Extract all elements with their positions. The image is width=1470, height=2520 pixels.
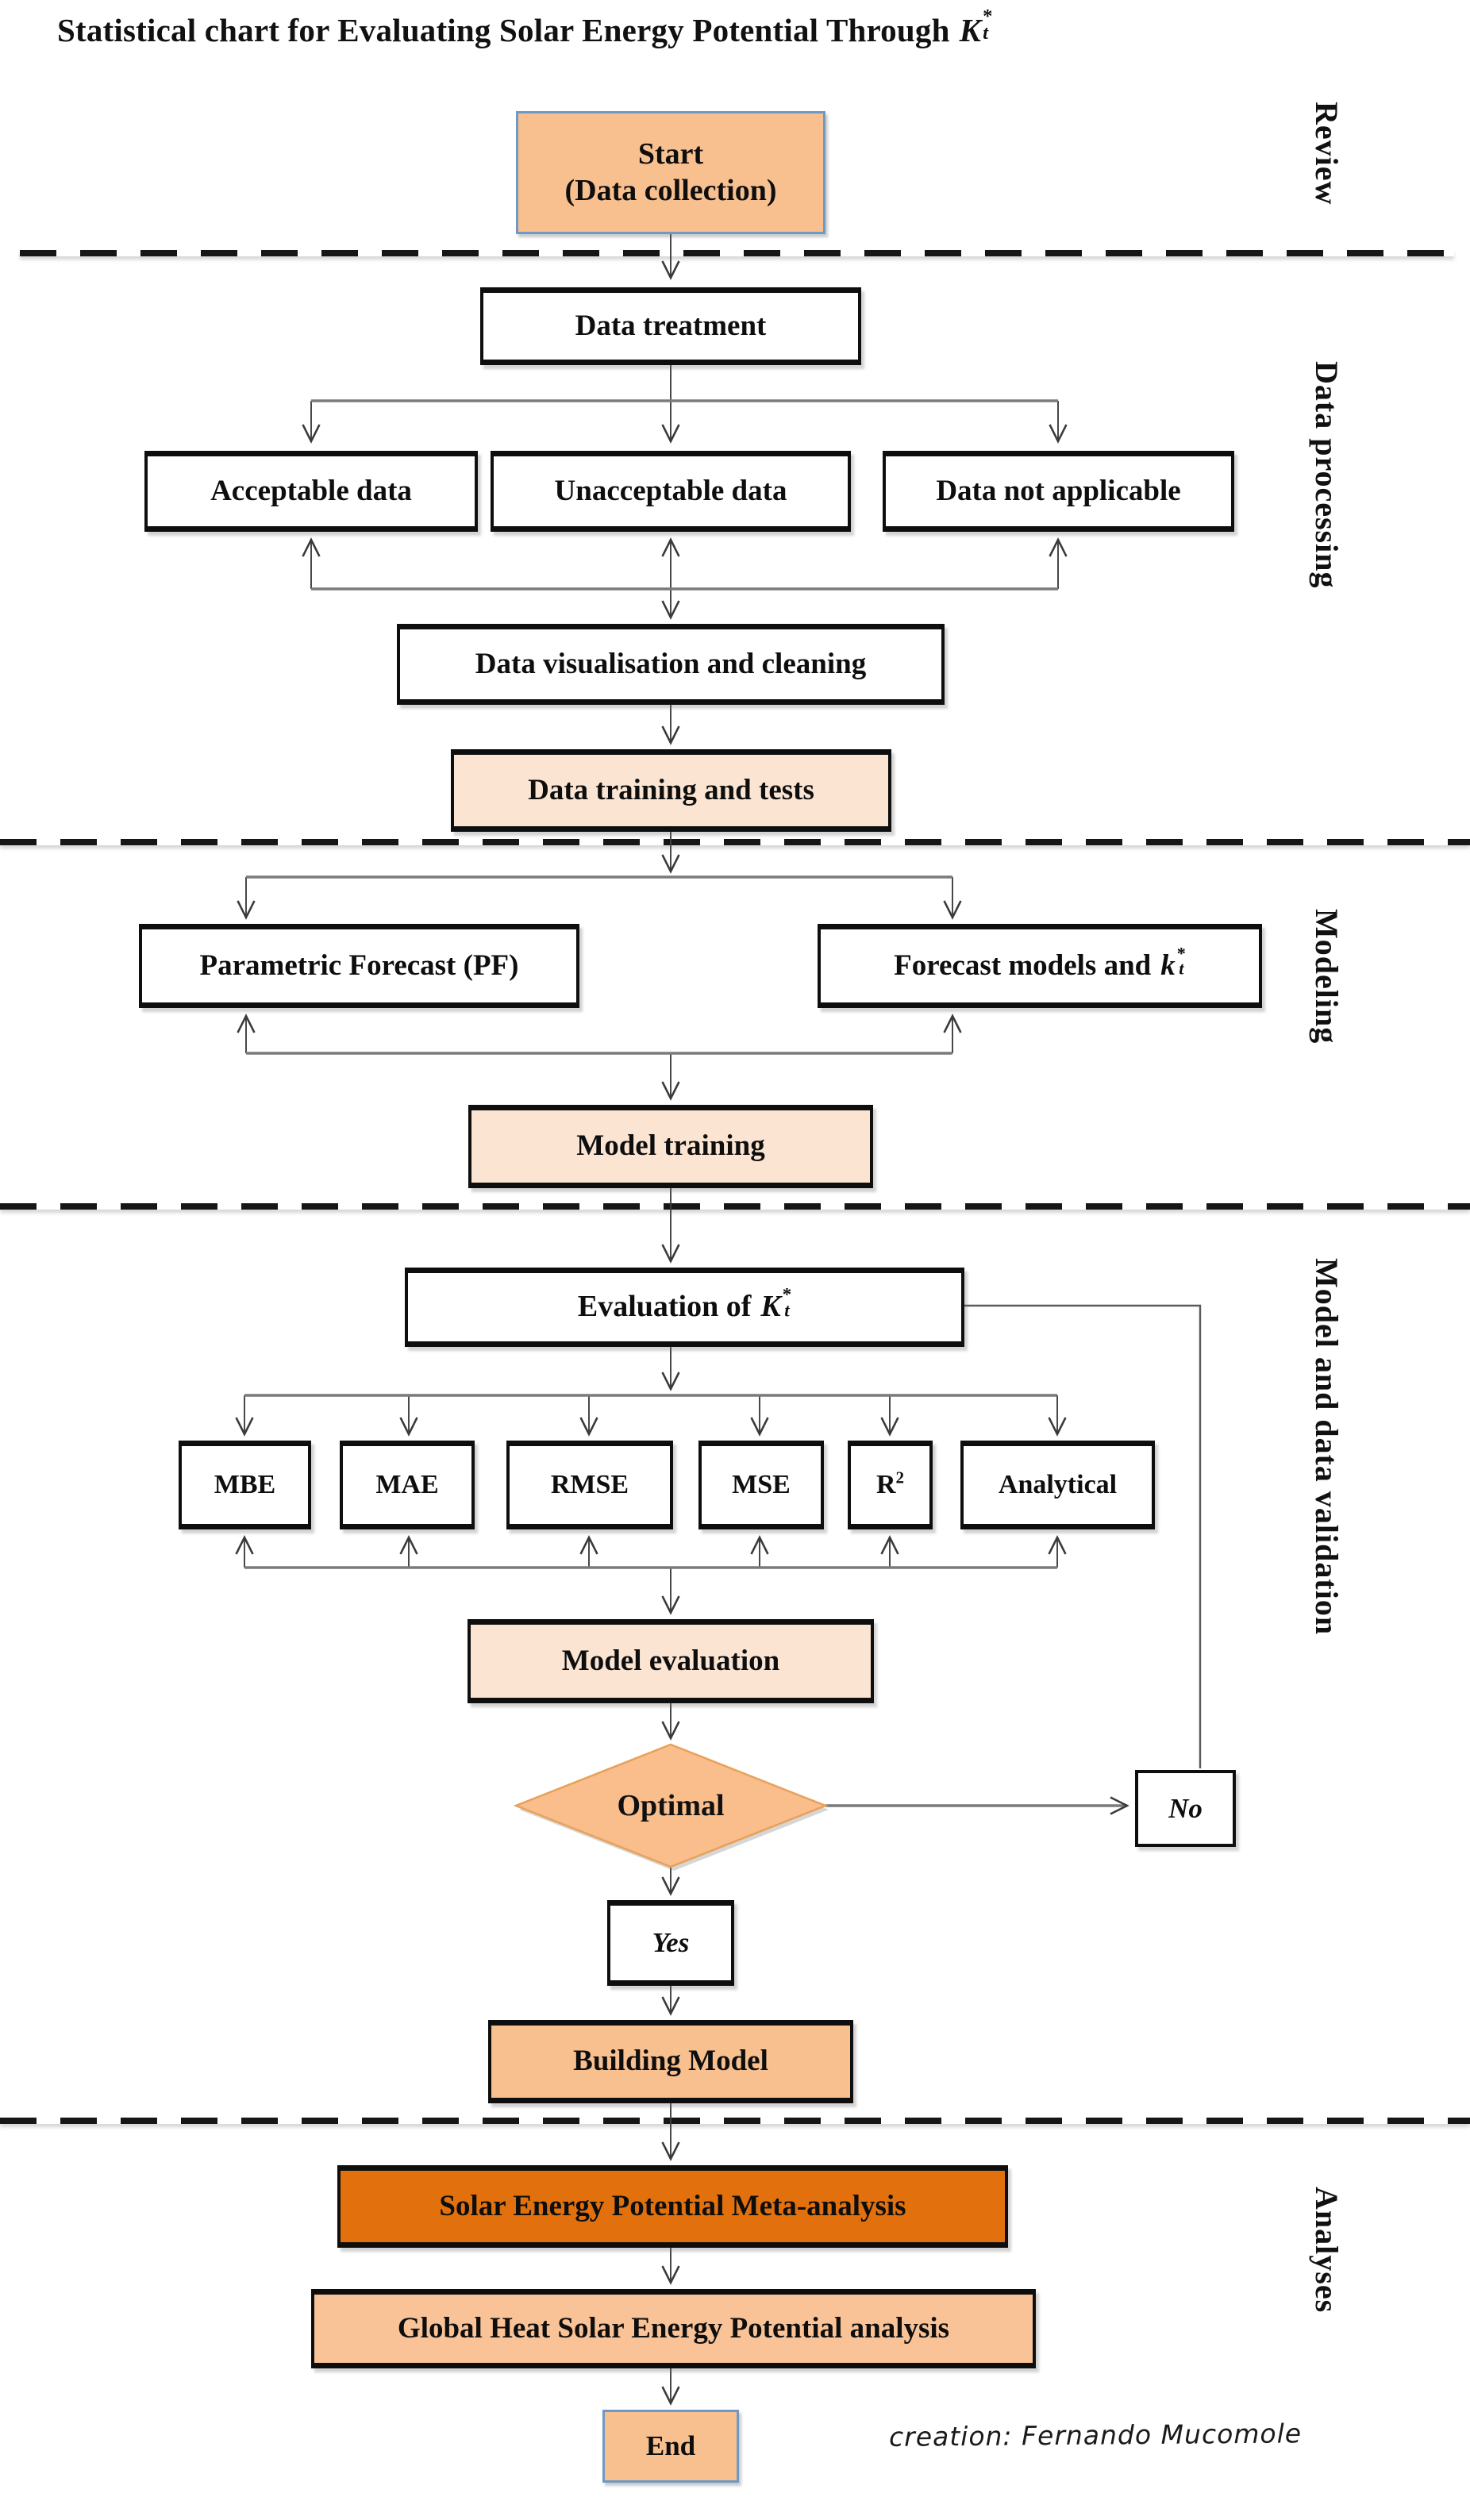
section-label-review: Review: [1309, 102, 1345, 206]
node-mbe: MBE: [179, 1441, 311, 1529]
section-divider-review: [20, 250, 1454, 256]
node-data-treatment: Data treatment: [480, 287, 861, 365]
node-model-training: Model training: [468, 1105, 873, 1188]
evaluation-math-kt: K*t: [760, 1284, 792, 1324]
section-divider-validation: [0, 2118, 1470, 2124]
node-data-training-tests: Data training and tests: [451, 749, 891, 832]
section-divider-data-processing: [0, 839, 1470, 845]
node-end: End: [602, 2410, 739, 2483]
decision-optimal: Optimal: [617, 1789, 725, 1822]
title-math-kt: K*t: [959, 6, 993, 48]
start-line1: Start: [637, 137, 704, 171]
node-mae: MAE: [340, 1441, 475, 1529]
node-acceptable-data: Acceptable data: [144, 451, 478, 532]
forecast-math-kt: k*t: [1160, 943, 1186, 982]
node-r-squared: R2: [848, 1441, 933, 1529]
node-rmse: RMSE: [506, 1441, 673, 1529]
node-analytical: Analytical: [960, 1441, 1155, 1529]
section-label-data-processing: Data processing: [1309, 361, 1345, 589]
chart-title: Statistical chart for Evaluating Solar E…: [57, 6, 993, 49]
node-data-not-applicable: Data not applicable: [883, 451, 1234, 532]
section-divider-modeling: [0, 1203, 1470, 1210]
chart-title-text: Statistical chart for Evaluating Solar E…: [57, 12, 950, 48]
section-label-analyses: Analyses: [1309, 2187, 1345, 2314]
section-label-validation: Model and data validation: [1309, 1258, 1345, 1636]
credit-text: creation: Fernando Mucomole: [888, 2418, 1303, 2453]
start-line2: (Data collection): [564, 173, 777, 207]
node-building-model: Building Model: [488, 2020, 853, 2103]
node-global-heat-analysis: Global Heat Solar Energy Potential analy…: [311, 2289, 1036, 2368]
section-label-modeling: Modeling: [1309, 909, 1345, 1045]
node-yes: Yes: [607, 1900, 734, 1986]
node-model-evaluation: Model evaluation: [468, 1619, 874, 1703]
node-meta-analysis: Solar Energy Potential Meta-analysis: [337, 2165, 1008, 2248]
node-parametric-forecast: Parametric Forecast (PF): [139, 924, 579, 1008]
node-no: No: [1135, 1770, 1236, 1847]
node-unacceptable-data: Unacceptable data: [491, 451, 851, 532]
node-start: Start (Data collection): [516, 111, 825, 234]
node-mse: MSE: [698, 1441, 824, 1529]
node-data-visualisation: Data visualisation and cleaning: [397, 624, 945, 705]
